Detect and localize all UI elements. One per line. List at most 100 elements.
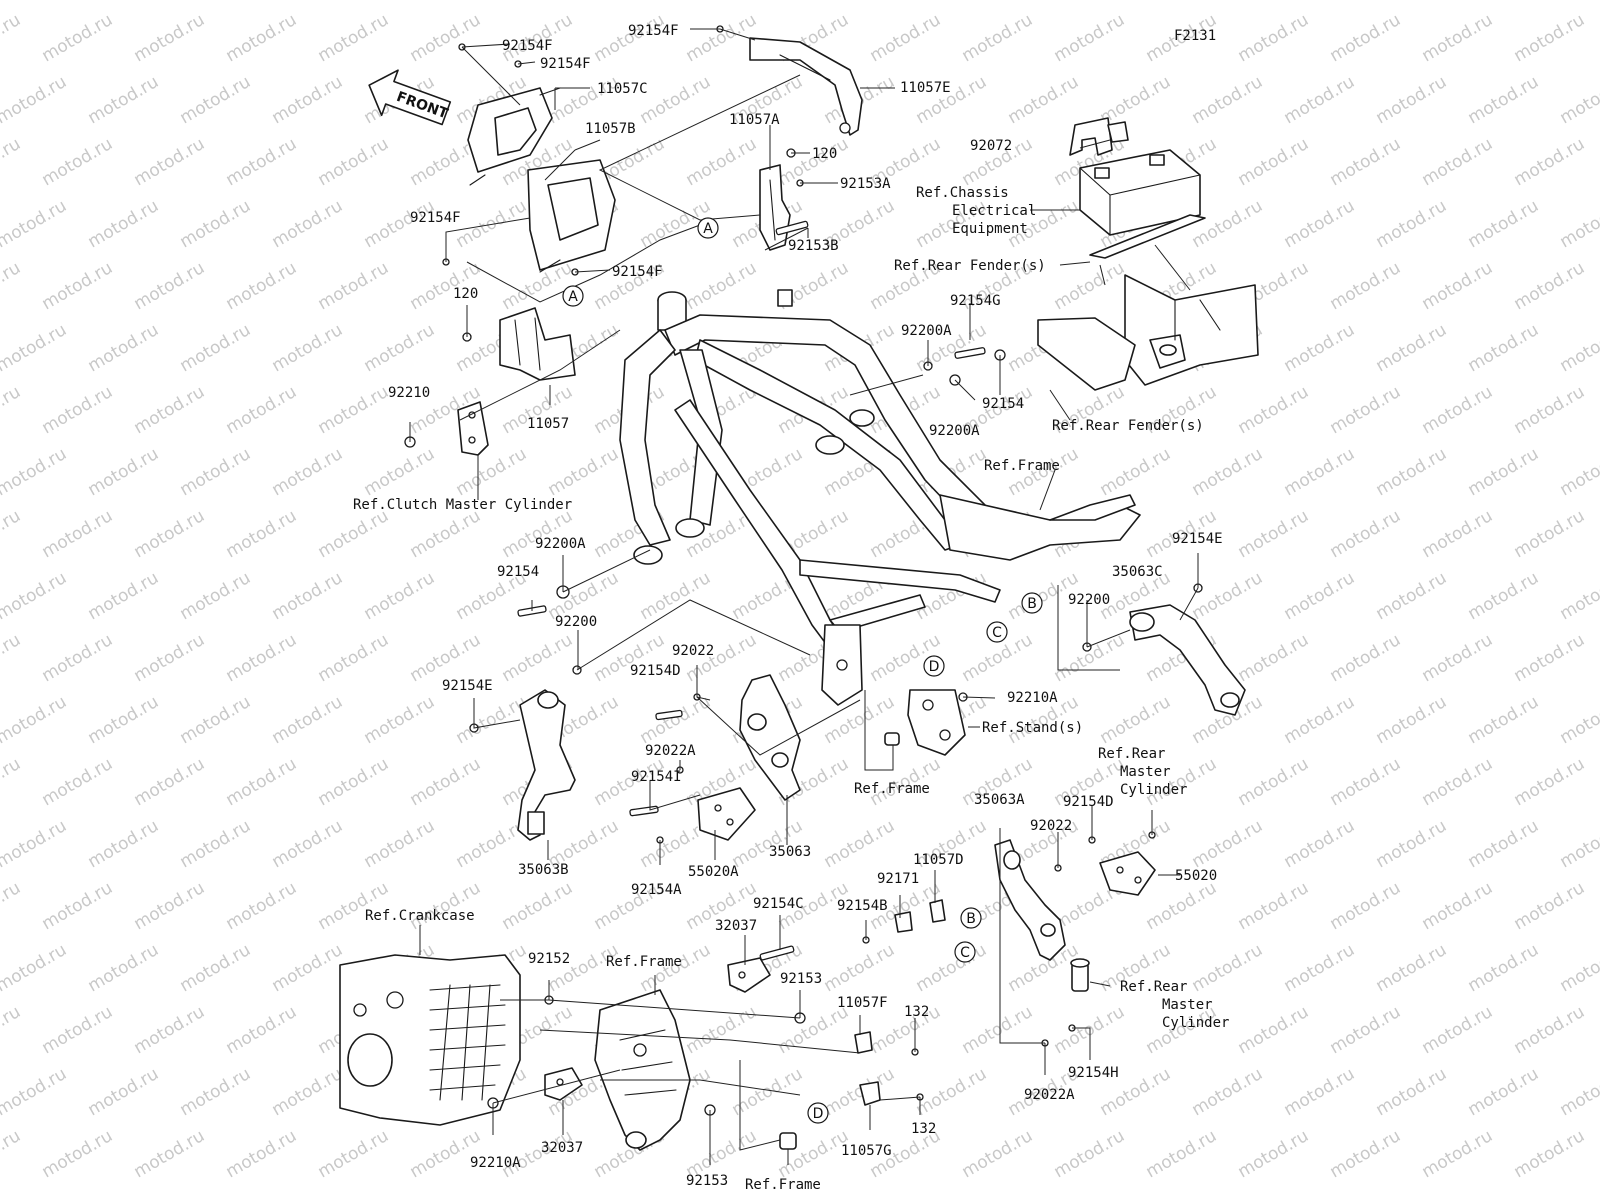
part-label-92153-a: 92153 xyxy=(780,971,822,987)
watermark-text: motod.ru xyxy=(223,10,301,66)
watermark-text: motod.ru xyxy=(1097,0,1175,4)
callout-C-1: C xyxy=(986,621,1008,643)
watermark-text: motod.ru xyxy=(1419,878,1497,934)
watermark-text: motod.ru xyxy=(1419,754,1497,810)
part-label-92022A-b: 92022A xyxy=(1024,1087,1075,1103)
part-label-92154F-top: 92154F xyxy=(628,23,679,39)
watermark-text: motod.ru xyxy=(1327,258,1405,314)
ref-frame-d: Ref.Frame xyxy=(745,1177,821,1193)
callout-D-1: D xyxy=(923,655,945,677)
part-label-92153A: 92153A xyxy=(840,176,891,192)
callout-D-2-label: D xyxy=(813,1106,824,1122)
part-label-92210A-b: 92210A xyxy=(470,1155,521,1171)
watermark-text: motod.ru xyxy=(1051,1002,1129,1058)
watermark-text: motod.ru xyxy=(39,382,117,438)
watermark-text: motod.ru xyxy=(1235,1126,1313,1182)
watermark-text: motod.ru xyxy=(315,754,393,810)
watermark-text: motod.ru xyxy=(1557,0,1600,4)
watermark-text: motod.ru xyxy=(637,568,715,624)
watermark-text: motod.ru xyxy=(269,940,347,996)
watermark-text: motod.ru xyxy=(0,754,24,810)
watermark-text: motod.ru xyxy=(821,816,899,872)
part-label-11057B: 11057B xyxy=(585,121,636,137)
bracket-11057E xyxy=(749,37,863,136)
watermark-text: motod.ru xyxy=(1051,10,1129,66)
watermark-text: motod.ru xyxy=(1373,444,1451,500)
watermark-text: motod.ru xyxy=(499,630,577,686)
watermark-text: motod.ru xyxy=(177,568,255,624)
watermark-text: motod.ru xyxy=(315,1126,393,1182)
watermark-text: motod.ru xyxy=(407,878,485,934)
watermark-text: motod.ru xyxy=(0,506,24,562)
watermark-text: motod.ru xyxy=(0,196,70,252)
crankcase xyxy=(339,954,521,1126)
watermark-text: motod.ru xyxy=(1511,630,1589,686)
watermark-text: motod.ru xyxy=(1281,568,1359,624)
watermark-text: motod.ru xyxy=(1235,754,1313,810)
battery-pad xyxy=(1089,214,1206,259)
part-label-92210A-a: 92210A xyxy=(1007,690,1058,706)
watermark-text: motod.ru xyxy=(85,692,163,748)
stand-bracket xyxy=(884,689,966,756)
watermark-text: motod.ru xyxy=(85,196,163,252)
watermark-text: motod.ru xyxy=(1327,506,1405,562)
part-label-11057C: 11057C xyxy=(597,81,648,97)
part-label-92200A-b: 92200A xyxy=(929,423,980,439)
watermark-text: motod.ru xyxy=(361,692,439,748)
watermark-text: motod.ru xyxy=(913,940,991,996)
watermark-text: motod.ru xyxy=(131,134,209,190)
watermark-text: motod.ru xyxy=(1097,692,1175,748)
watermark-text: motod.ru xyxy=(223,1126,301,1182)
part-label-92154F-d: 92154F xyxy=(612,264,663,280)
watermark-text: motod.ru xyxy=(1189,72,1267,128)
watermark-text: motod.ru xyxy=(131,1002,209,1058)
part-label-92154-a: 92154 xyxy=(982,396,1024,412)
watermark-text: motod.ru xyxy=(223,258,301,314)
watermark-text: motod.ru xyxy=(1005,0,1083,4)
part-label-55020: 55020 xyxy=(1175,868,1217,884)
watermark-text: motod.ru xyxy=(407,506,485,562)
ref-crankcase: Ref.Crankcase xyxy=(365,908,475,924)
part-label-92171: 92171 xyxy=(877,871,919,887)
watermark-text: motod.ru xyxy=(821,0,899,4)
part-label-92022A-a: 92022A xyxy=(645,743,696,759)
watermark-text: motod.ru xyxy=(0,444,70,500)
ref-rear-mc-b-line3: Cylinder xyxy=(1162,1015,1229,1031)
ref-frame-b: Ref.Frame xyxy=(854,781,930,797)
part-label-32037-b: 32037 xyxy=(541,1140,583,1156)
watermark-text: motod.ru xyxy=(1511,258,1589,314)
watermark-text: motod.ru xyxy=(1465,1064,1543,1120)
collar-ref-frame xyxy=(779,1132,797,1150)
part-label-92154B: 92154B xyxy=(837,898,888,914)
ref-rear-mc-a-line3: Cylinder xyxy=(1120,782,1187,798)
part-label-32037-a: 32037 xyxy=(715,918,757,934)
watermark-text: motod.ru xyxy=(1281,816,1359,872)
watermark-text: motod.ru xyxy=(729,0,807,4)
callout-D-2: D xyxy=(807,1102,829,1124)
watermark-text: motod.ru xyxy=(1327,754,1405,810)
watermark-text: motod.ru xyxy=(407,754,485,810)
part-label-92154F-c: 92154F xyxy=(410,210,461,226)
part-label-92200A-c: 92200A xyxy=(535,536,586,552)
watermark-text: motod.ru xyxy=(1189,0,1267,4)
footpeg-bracket-35063C xyxy=(1129,604,1246,716)
part-label-92154-b: 92154 xyxy=(497,564,539,580)
watermark-text: motod.ru xyxy=(0,878,24,934)
part-label-11057G: 11057G xyxy=(841,1143,892,1159)
watermark-text: motod.ru xyxy=(0,258,24,314)
footpeg-bracket-35063B xyxy=(517,689,576,841)
part-label-92154A: 92154A xyxy=(631,882,682,898)
watermark-text: motod.ru xyxy=(315,134,393,190)
part-label-11057A: 11057A xyxy=(729,112,780,128)
watermark-text: motod.ru xyxy=(1143,878,1221,934)
watermark-text: motod.ru xyxy=(1373,940,1451,996)
watermark-text: motod.ru xyxy=(637,72,715,128)
watermark-text: motod.ru xyxy=(315,258,393,314)
watermark-text: motod.ru xyxy=(361,816,439,872)
watermark-text: motod.ru xyxy=(131,754,209,810)
clip-11057D xyxy=(929,899,946,923)
watermark-text: motod.ru xyxy=(683,258,761,314)
watermark-text: motod.ru xyxy=(177,320,255,376)
ref-frame-a: Ref.Frame xyxy=(984,458,1060,474)
watermark-text: motod.ru xyxy=(1465,320,1543,376)
